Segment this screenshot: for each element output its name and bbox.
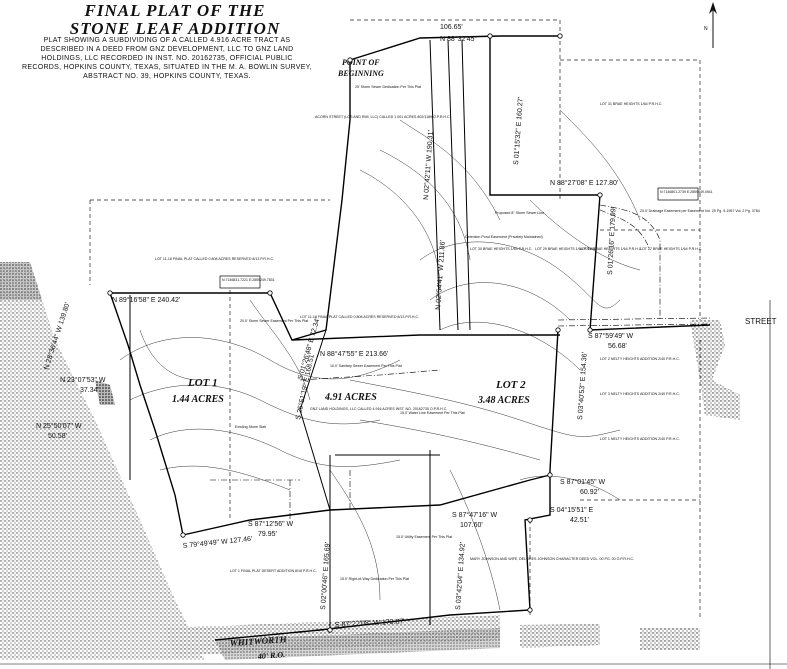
street-south-row: 40' R.O.: [257, 650, 286, 661]
bearing-center-1: N 88°47'55" E 213.66': [320, 350, 388, 358]
note-drainage: 20.0' Drainage Easement per Easement Vol…: [640, 209, 760, 213]
bearing-left-2: N 25°50'07" W: [36, 422, 82, 430]
svg-text:N: N: [704, 26, 708, 32]
note-lot29: LOT 29 BRAE HEIGHTS 1/64 P.R.H.C.: [535, 247, 597, 251]
bearing-top-dist: 106.65': [440, 24, 463, 31]
bearing-south-4: S 87°01'45" W: [560, 478, 606, 486]
note-lot31: LOT 31 BRAE HEIGHTS 1/64 P.R.H.C.: [600, 102, 662, 106]
lot-divide: [129, 39, 471, 630]
note-gnz: GNZ LAND HOLDINGS, LLC CALLED 4.916 ACRE…: [310, 407, 447, 411]
note-storm-prop: Proposed 8" Storm Sewer Line: [495, 211, 544, 215]
note-lot11-18b: LOT 11-18 FINAL PLAT CALLED 0.808 ACRES …: [300, 315, 419, 319]
north-arrow-icon: N: [704, 2, 717, 48]
bearing-south-6: S 03°42'04" E 134.92': [454, 542, 467, 610]
note-lot3-right: LOT 3 NELTY HEIGHTS ADDITION 2/40 P.R.H.…: [600, 392, 680, 396]
bearing-south-2: S 87°12'56" W: [248, 520, 294, 528]
note-mary: MARY JOHNSON AND WIFE, DELORES JOHNSON C…: [470, 557, 634, 561]
plat-title: FINAL PLAT OF THE STONE LEAF ADDITION: [40, 2, 310, 38]
note-sewer-1: 10.0' Sanitary Sewer Easement Per This P…: [330, 364, 402, 368]
bearing-left-1: N 23°07'53" W: [60, 376, 106, 384]
note-lot30: LOT 30 BRAE HEIGHTS 1/64 P.R.H.C.: [470, 247, 532, 251]
bearing-west-1: N 89°16'58" E 240.42': [112, 296, 180, 304]
note-detention: Detention Pond Easement (Privately Maint…: [465, 235, 543, 239]
note-water-1: 15.0' Water Line Easement Per This Plat: [400, 411, 465, 415]
utility-lines: [210, 204, 711, 520]
pob-label-2: BEGINNING: [337, 69, 384, 78]
bearing-south-4-dist: 60.92': [580, 489, 599, 496]
bearing-mid-east: N 88°27'08" E 127.80': [550, 179, 618, 187]
road-edges: [0, 262, 740, 660]
note-util-1: 15.0' Utility Easement Per This Plat: [396, 535, 452, 539]
bearing-left-1-dist: 37.34': [80, 387, 99, 394]
monument-markers: [107, 33, 603, 633]
lot1-area: 1.44 ACRES: [172, 394, 224, 405]
street-east: STREET: [745, 317, 777, 326]
bearing-east-1: S 01°26'16" E 179.99': [606, 207, 618, 275]
bearing-top: N 88°32'45": [440, 35, 477, 43]
adjoining-lines: [89, 19, 701, 620]
bearing-left-2-dist: 50.58': [48, 433, 67, 440]
note-sewer-pb: 25' Storm Sewer Dedication Per This Plat: [355, 85, 421, 89]
bearing-south-3-dist: 107.60': [460, 522, 483, 529]
bearing-south-1: S 79°49'49" W 127.46': [182, 535, 252, 550]
pob-label-1: POINT OF: [342, 58, 380, 67]
lot2-area: 3.48 ACRES: [477, 395, 530, 406]
note-lot27: LOT 27 BRAE HEIGHTS 1/64 P.R.H.C.: [640, 247, 702, 251]
bearing-south-3: S 87°47'16" W: [452, 511, 498, 519]
coordinate-callouts: N:7146831.7221 E:2859249.7831 N:7146801.…: [219, 187, 713, 289]
note-lot28: LOT 28 BRAE HEIGHTS 1/64 P.R.H.C.: [580, 247, 642, 251]
bearing-east-2-dist: 56.68': [608, 343, 627, 350]
note-lot2-right: LOT 2 NELTY HEIGHTS ADDITION 2/40 P.R.H.…: [600, 357, 680, 361]
note-acorn: ACORN STREET (LOS AND RIM, LLC) CALLED 1…: [315, 115, 451, 119]
bearing-north-2: S 01°15'32" E 160.27': [512, 97, 525, 165]
bearing-east-2: S 87°59'49" W: [588, 332, 634, 340]
lot1-label: LOT 1: [187, 377, 218, 389]
note-lot1-final: LOT 1 FINAL PLAT DESERT ADDITION 8/18 P.…: [230, 569, 317, 573]
street-south: WHITWORTH: [229, 634, 288, 648]
bearing-south-5: S 04°15'51" E: [550, 506, 594, 514]
bearing-south-8: S 87°22'08" W 173.87': [335, 617, 405, 629]
sheet-border: [0, 300, 787, 669]
title-line-1: FINAL PLAT OF THE: [84, 1, 266, 20]
callout-text-2: N:7146801.2739 E:2859449.4941: [660, 190, 713, 194]
lot2-label: LOT 2: [495, 379, 526, 391]
bearing-north-1: N 02°42'11" W 190.31': [422, 130, 435, 200]
plat-description: PLAT SHOWING A SUBDIVIDING OF A CALLED 4…: [22, 37, 312, 80]
note-lot11-18: LOT 11-18 FINAL PLAT CALLED 0.808 ACRES …: [155, 257, 274, 261]
note-existing: Existing Stone Slab: [235, 425, 266, 429]
callout-text-1: N:7146831.7221 E:2859249.7831: [222, 278, 275, 282]
bearing-south-2-dist: 79.95': [258, 531, 277, 538]
note-lot1-right: LOT 1 NELTY HEIGHTS ADDITION 2/40 P.R.H.…: [600, 437, 680, 441]
note-sewer-2: 20.0' Storm Sewer Easement Per This Plat: [240, 319, 308, 323]
bearing-south-5-dist: 42.51': [570, 517, 589, 524]
note-row: 15.0' Right-of-Way Dedication Per This P…: [340, 577, 409, 581]
title-line-2: STONE LEAF ADDITION: [69, 19, 281, 38]
bearing-east-3: S 03°40'53" E 154.36': [576, 352, 589, 420]
total-area: 4.91 ACRES: [324, 392, 377, 403]
